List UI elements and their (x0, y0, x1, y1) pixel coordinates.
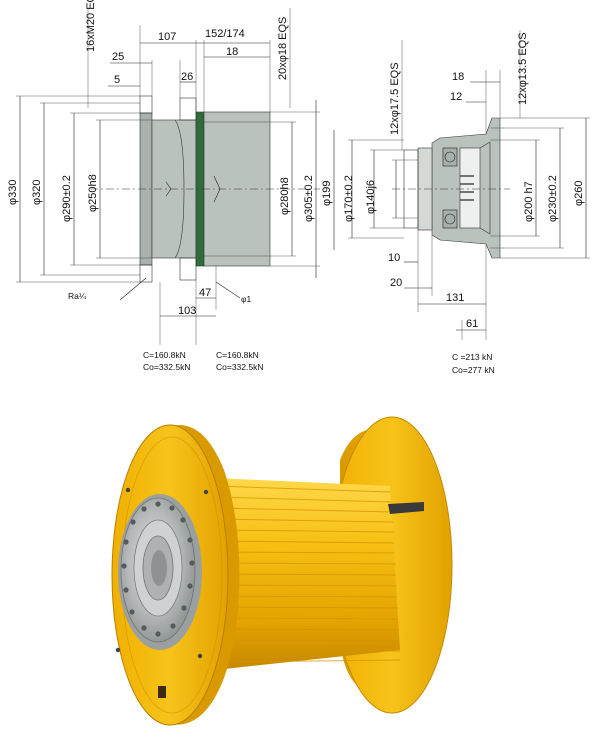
winch-drum-photo (111, 416, 453, 726)
right-dim-d200: φ200 h7 (523, 181, 535, 222)
left-dim-d305: φ305±0.2 (303, 175, 315, 222)
left-section-drawing: 16xM20 EQS 107 152/174 20xφ18 EQS 25 18 … (7, 0, 320, 372)
rope-grooves (214, 485, 401, 663)
left-load-co-a: Co=332.5kN (143, 362, 191, 372)
left-load-c-b: C=160.8kN (216, 350, 259, 360)
left-dim-25: 25 (112, 51, 124, 63)
right-dim-20: 20 (390, 277, 402, 289)
left-dim-18: 18 (226, 46, 238, 58)
nameplate (158, 686, 166, 698)
left-mark-d1: φ1 (241, 294, 252, 304)
rope-anchor-slot (388, 502, 424, 514)
left-dim-d330: φ330 (7, 180, 19, 206)
left-dim-bolt-holes: 16xM20 EQS (85, 0, 97, 52)
left-dim-5: 5 (114, 74, 120, 86)
left-dim-152-174: 152/174 (205, 28, 245, 40)
right-dim-10: 10 (388, 252, 400, 264)
left-dim-d250: φ250h8 (87, 174, 99, 212)
right-dim-d260: φ260 (573, 181, 585, 207)
right-load-co: Co=277 kN (452, 365, 495, 375)
right-dim-d230: φ230±0.2 (547, 175, 559, 222)
bearing-upper (442, 147, 458, 167)
right-dim-holes-13-5: 12xφ13.5 EQS (517, 32, 529, 105)
bearing-lower (442, 209, 458, 229)
right-dim-holes-17-5: 12xφ17.5 EQS (389, 62, 401, 135)
left-dim-d290: φ290±0.2 (61, 175, 73, 222)
right-dim-d199: φ199 (321, 181, 333, 207)
right-dim-131: 131 (446, 292, 464, 304)
right-load-c: C =213 kN (452, 352, 492, 362)
right-dim-18: 18 (452, 71, 464, 83)
right-dim-61: 61 (466, 318, 478, 330)
left-dim-pin-holes: 20xφ18 EQS (277, 17, 289, 80)
left-dim-d280: φ280h8 (279, 177, 291, 215)
right-dim-12: 12 (450, 91, 462, 103)
left-load-co-b: Co=332.5kN (216, 362, 264, 372)
left-dim-26: 26 (181, 71, 193, 83)
left-load-c-a: C=160.8kN (143, 350, 186, 360)
hub-center (151, 550, 167, 586)
left-dim-d320: φ320 (31, 180, 43, 206)
right-dim-d140: φ140j6 (365, 180, 377, 214)
right-section-drawing: 12xφ17.5 EQS 12xφ13.5 EQS 18 12 φ199 φ17… (321, 30, 590, 375)
flange-bolt-holes (115, 487, 209, 659)
right-dim-d170: φ170±0.2 (343, 175, 355, 222)
left-mark-ra: Ra¼ (68, 291, 87, 301)
hub-bolt-circle (121, 501, 195, 637)
drum-barrel (215, 478, 400, 670)
left-dim-107: 107 (158, 31, 176, 43)
left-dim-103: 103 (178, 305, 196, 317)
left-dim-47: 47 (199, 287, 211, 299)
